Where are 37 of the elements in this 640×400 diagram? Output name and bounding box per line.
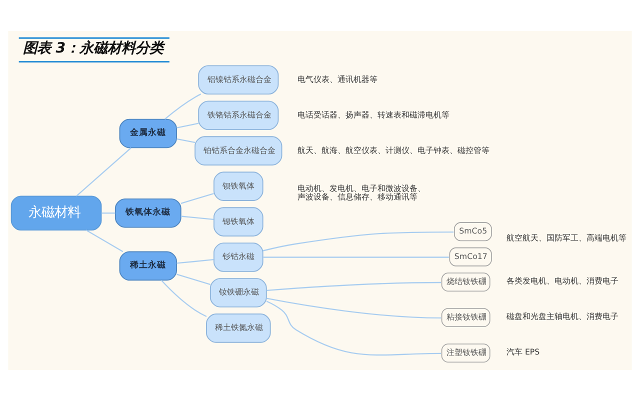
diagram-title: 图表 3：永磁材料分类 [22,40,164,56]
node-label: 电话受话器、扬声器、转速表和磁滞电机等 [298,110,450,119]
connector [76,146,132,196]
connector [176,273,210,285]
node-label: 汽车 EPS [506,347,540,356]
node-box: 铁铬钴系永磁合金 [198,100,279,130]
connector [266,300,442,356]
node-box: 铂钴系合金永磁合金 [194,136,282,165]
connector [266,297,442,318]
node-box: 钡铁氧体 [214,171,264,200]
connector [263,256,449,258]
connector [176,138,196,143]
node-box: 钕铁硼永磁 [210,278,267,307]
node-box: 金属永磁 [119,118,177,148]
label: 电动机、发电机、电子和微波设备、声波设备、信息储存、移动通讯等 [298,184,426,202]
node-label: 磁盘和光盘主轴电机、消费电子 [506,312,618,321]
connector [101,212,116,214]
connector [176,258,214,264]
connector [164,93,202,120]
connector [262,230,454,251]
node-label: 航天、航海、航空仪表、计测仪、电子钟表、磁控管等 [298,145,490,154]
label: 航空航天、国防军工、高端电机等 [506,232,626,242]
node-label: 电气仪表、通讯机器等 [298,74,378,84]
connector [266,281,442,291]
connector [160,279,207,317]
node-label: 各类发电机、电动机、消费电子 [506,276,618,286]
node-box: 铝镍钴系永磁合金 [198,64,279,94]
connector [180,192,214,204]
node-box: 钐钴永磁 [214,242,264,272]
node-box: 锶铁氧体 [214,206,264,236]
node-box: 稀土铁氮永磁 [206,313,271,342]
connector [176,122,199,128]
node-box: 稀土永磁 [119,250,177,280]
node-box: 铁氧体永磁 [114,198,182,228]
connector [86,229,124,252]
node-box: 永磁材料 [10,195,102,230]
connector [180,215,214,220]
